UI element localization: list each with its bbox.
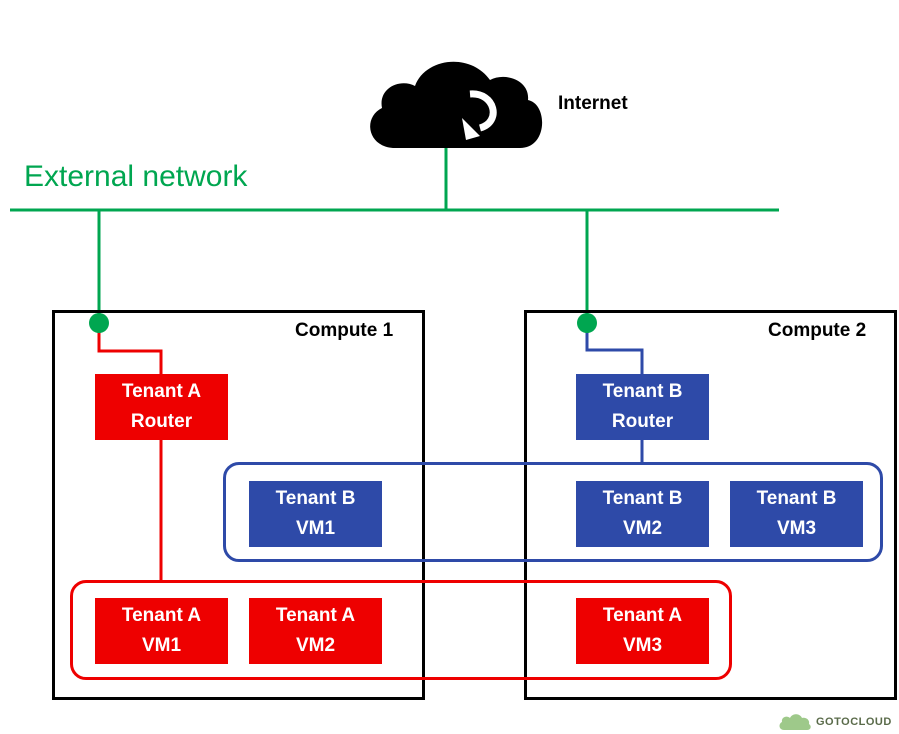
external-network-label: External network: [24, 160, 248, 193]
tenant-a-vm3[interactable]: Tenant A VM3: [576, 598, 709, 664]
tenant-a-vm2-line2: VM2: [295, 635, 336, 656]
tenant-a-vm1[interactable]: Tenant A VM1: [95, 598, 228, 664]
compute-1-label: Compute 1: [295, 320, 394, 341]
tenant-b-vm2-line1: Tenant B: [602, 488, 683, 509]
tenant-b-network-group: [223, 462, 883, 562]
tenant-a-router[interactable]: Tenant A Router: [95, 374, 228, 440]
tenant-a-vm3-line1: Tenant A: [602, 605, 683, 626]
tenant-b-router-link: [585, 330, 644, 376]
compute-1-host: [52, 310, 425, 700]
tenant-a-router-line1: Tenant A: [121, 381, 202, 402]
compute-2-uplink-port: [577, 313, 597, 333]
tenant-a-router-line2: Router: [130, 411, 193, 432]
tenant-a-vm2-line1: Tenant A: [275, 605, 356, 626]
logo-text: GOTOCLOUD: [816, 716, 892, 728]
tenant-b-vm3[interactable]: Tenant B VM3: [730, 481, 863, 547]
logo-cloud-icon: [779, 714, 811, 730]
tenant-b-vm1-line1: Tenant B: [275, 488, 356, 509]
tenant-a-vm1-line2: VM1: [141, 635, 182, 656]
tenant-a-vm3-line2: VM3: [622, 635, 663, 656]
compute-2-host: [524, 310, 897, 700]
tenant-b-vm2[interactable]: Tenant B VM2: [576, 481, 709, 547]
compute-1-uplink-port: [89, 313, 109, 333]
cloud-internet-icon: [370, 61, 543, 148]
gotocloud-logo: GOTOCLOUD: [778, 712, 896, 732]
tenant-b-vm2-line2: VM2: [622, 518, 663, 539]
tenant-a-vm1-line1: Tenant A: [121, 605, 202, 626]
tenant-b-router-line1: Tenant B: [602, 381, 683, 402]
internet-label: Internet: [558, 93, 628, 114]
tenant-a-vm2[interactable]: Tenant A VM2: [249, 598, 382, 664]
tenant-b-router[interactable]: Tenant B Router: [576, 374, 709, 440]
tenant-b-vm3-line1: Tenant B: [756, 488, 837, 509]
tenant-b-vm1-line2: VM1: [295, 518, 336, 539]
tenant-b-router-line2: Router: [611, 411, 674, 432]
tenant-a-network-group: [70, 580, 732, 680]
compute-2-label: Compute 2: [768, 320, 867, 341]
tenant-a-router-link: [97, 330, 163, 376]
tenant-b-vm1[interactable]: Tenant B VM1: [249, 481, 382, 547]
tenant-b-vm3-line2: VM3: [776, 518, 817, 539]
